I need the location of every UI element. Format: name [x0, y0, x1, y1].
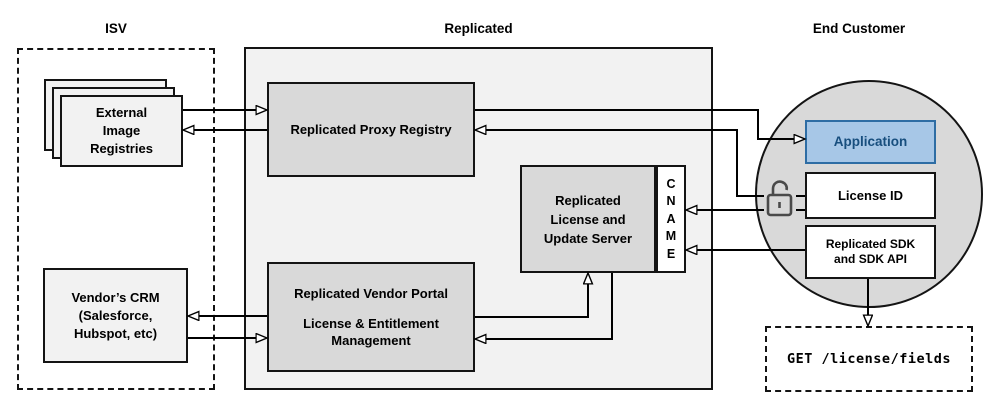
- license-server-label-line1: Replicated: [555, 192, 621, 208]
- registries-label-line2: Image: [102, 123, 141, 138]
- cname-column: C N A M E: [656, 165, 686, 273]
- get-license-fields-box: GET /license/fields: [765, 326, 973, 392]
- replicated-section-header: Replicated: [444, 21, 513, 36]
- replicated-vendor-portal-box: Replicated Vendor Portal License & Entit…: [267, 262, 475, 372]
- api-request-label: GET /license/fields: [787, 351, 951, 367]
- application-box: Application: [805, 120, 936, 164]
- cname-letter-c: C: [666, 176, 676, 191]
- registries-label-line3: Registries: [90, 141, 153, 156]
- crm-label-line3: Hubspot, etc): [73, 325, 158, 341]
- replicated-license-update-server-box: Replicated License and Update Server: [520, 165, 656, 273]
- replicated-sdk-box: Replicated SDK and SDK API: [805, 225, 936, 279]
- sdk-label-line2: and SDK API: [834, 252, 907, 266]
- registries-label-line1: External: [95, 105, 148, 120]
- replicated-proxy-registry-box: Replicated Proxy Registry: [267, 82, 475, 177]
- vendor-portal-subtitle-line1: License & Entitlement: [303, 316, 439, 331]
- end-customer-section-header: End Customer: [812, 21, 906, 36]
- crm-label-line2: (Salesforce,: [78, 307, 153, 323]
- sdk-label-line1: Replicated SDK: [825, 237, 916, 251]
- proxy-registry-label: Replicated Proxy Registry: [290, 121, 452, 137]
- license-id-box: License ID: [805, 172, 936, 219]
- isv-section-header: ISV: [105, 21, 127, 36]
- cname-letter-n: N: [666, 194, 676, 208]
- cname-letter-a: A: [666, 211, 676, 226]
- license-server-label-line3: Update Server: [543, 230, 633, 246]
- vendor-portal-subtitle-line2: Management: [331, 333, 411, 348]
- unlock-icon: [764, 180, 796, 218]
- application-label: Application: [833, 134, 908, 149]
- cname-letter-e: E: [666, 246, 676, 261]
- vendor-portal-title: Replicated Vendor Portal: [294, 286, 448, 301]
- external-image-registries-box: External Image Registries: [60, 95, 183, 167]
- license-server-label-line2: License and: [550, 211, 626, 227]
- crm-label-line1: Vendor’s CRM: [71, 289, 160, 305]
- vendors-crm-box: Vendor’s CRM (Salesforce, Hubspot, etc): [43, 268, 188, 363]
- cname-letter-m: M: [665, 229, 677, 243]
- isv-region-border: [17, 48, 215, 390]
- license-id-label: License ID: [837, 187, 904, 203]
